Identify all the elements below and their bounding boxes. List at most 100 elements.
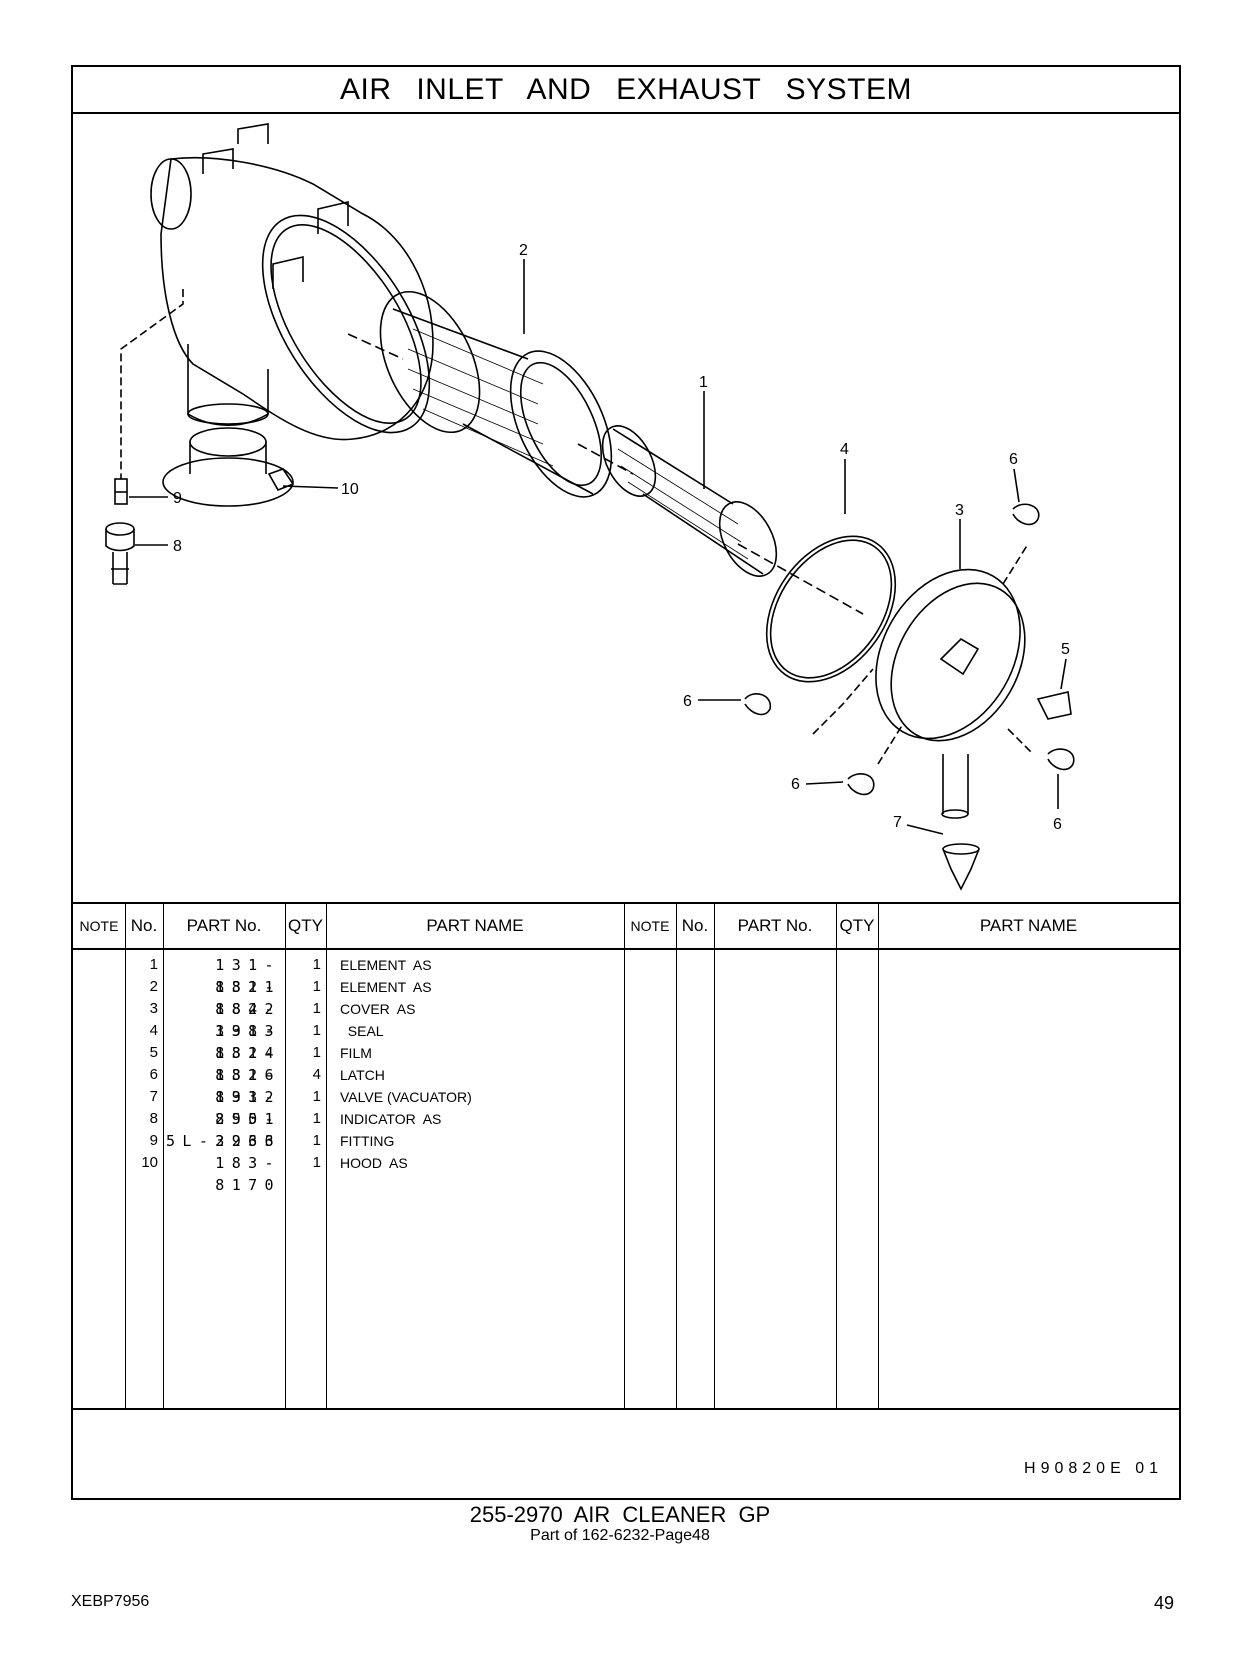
table-row: 1 131-8821 1 ELEMENT AS [73, 954, 1179, 996]
header-no-right: No. [681, 916, 709, 935]
callout-8: 8 [173, 538, 182, 555]
part-number: 131-8824 [215, 1022, 281, 1062]
hood-part [162, 427, 295, 507]
header-qty-right: QTY [839, 916, 875, 935]
assembly-caption: 255-2970 AIR CLEANER GP [469, 1502, 771, 1527]
part-number: 183-8170 [215, 1154, 281, 1194]
table-row: 5 131-8826 1 FILM [73, 1042, 1179, 1084]
illustration-code: H90820E 01 [1024, 1460, 1163, 1477]
outer-element-part [379, 290, 613, 498]
callout-7: 7 [893, 814, 902, 831]
table-row: 2 131-8822 1 ELEMENT AS [73, 976, 1179, 1018]
part-number: 131-8826 [215, 1044, 281, 1084]
column-divider [878, 904, 879, 1408]
header-no: No. [130, 916, 158, 935]
part-number: 131-8822 [215, 978, 281, 1018]
indicator-part [105, 522, 135, 585]
fitting-part [114, 478, 128, 505]
header-note: NOTE [79, 918, 119, 934]
column-divider [285, 904, 286, 1408]
exploded-view-diagram: 2 1 4 6 3 5 6 6 7 6 10 9 8 [73, 114, 1179, 902]
film-part [1036, 691, 1072, 720]
parts-page-frame: AIR INLET AND EXHAUST SYSTEM [71, 65, 1181, 1500]
part-name: SEAL [340, 1023, 384, 1039]
quantity: 4 [312, 1066, 321, 1083]
table-row: 6 131-8932 4 LATCH [73, 1064, 1179, 1106]
item-no: 2 [149, 978, 158, 995]
table-row: 8 255-2966 1 INDICATOR AS [73, 1108, 1179, 1150]
callout-5: 5 [1061, 641, 1070, 658]
part-name: FITTING [340, 1133, 395, 1149]
quantity: 1 [312, 1154, 321, 1171]
page-number: 49 [1153, 1593, 1174, 1613]
table-row: 3 184-3983 1 COVER AS [73, 998, 1179, 1040]
part-number: 5L-3233 [165, 1132, 281, 1150]
quantity: 1 [312, 956, 321, 973]
part-name: FILM [340, 1045, 372, 1061]
latch-part [744, 693, 771, 716]
item-no: 5 [149, 1044, 158, 1061]
part-name: HOOD AS [340, 1155, 408, 1171]
valve-part [942, 843, 980, 891]
table-row: 4 131-8824 1 SEAL [73, 1020, 1179, 1062]
inner-element-part [601, 425, 778, 577]
quantity: 1 [312, 1110, 321, 1127]
quantity: 1 [312, 1088, 321, 1105]
air-cleaner-illustration: 2 1 4 6 3 5 6 6 7 6 10 9 8 [105, 123, 1075, 891]
quantity: 1 [312, 978, 321, 995]
callout-6-right: 6 [1053, 816, 1062, 833]
table-header-row: NOTE No. PART No. QTY PART NAME NOTE No.… [73, 904, 1179, 950]
header-note-right: NOTE [630, 918, 670, 934]
part-name: INDICATOR AS [340, 1111, 442, 1127]
page-title: AIR INLET AND EXHAUST SYSTEM [73, 67, 1179, 114]
header-part-no-right: PART No. [737, 916, 813, 935]
quantity: 1 [312, 1000, 321, 1017]
table-row: 10 183-8170 1 HOOD AS [73, 1152, 1179, 1194]
column-divider [125, 904, 126, 1408]
callout-1: 1 [699, 374, 708, 391]
parts-list-table: NOTE No. PART No. QTY PART NAME NOTE No.… [73, 902, 1179, 1410]
callout-3: 3 [955, 502, 964, 519]
assembly-reference: Part of 162-6232-Page48 [530, 1527, 710, 1544]
part-number: 131-8821 [215, 956, 281, 996]
column-divider [676, 904, 677, 1408]
latch-part [1012, 503, 1040, 526]
air-cleaner-housing [150, 123, 434, 441]
item-no: 7 [149, 1088, 158, 1105]
column-divider [163, 904, 164, 1408]
item-no: 9 [149, 1132, 158, 1149]
seal-ring [765, 535, 897, 683]
callout-6-bottom: 6 [791, 776, 800, 793]
item-no: 6 [149, 1066, 158, 1083]
callout-6-left: 6 [683, 693, 692, 710]
header-part-no: PART No. [186, 916, 262, 935]
column-divider [326, 904, 327, 1408]
quantity: 1 [312, 1044, 321, 1061]
quantity: 1 [312, 1022, 321, 1039]
item-no: 4 [149, 1022, 158, 1039]
part-number: 184-3983 [215, 1000, 281, 1040]
table-row: 9 5L-3233 1 FITTING [73, 1130, 1179, 1152]
part-number: 255-2966 [215, 1110, 281, 1150]
callout-2: 2 [519, 242, 528, 259]
header-part-name-right: PART NAME [979, 916, 1078, 935]
document-id: XEBP7956 [71, 1593, 150, 1610]
part-name: ELEMENT AS [340, 979, 432, 995]
part-name: ELEMENT AS [340, 957, 432, 973]
column-divider [714, 904, 715, 1408]
cover-part [875, 568, 1026, 819]
latch-part [1047, 748, 1075, 771]
part-name: VALVE (VACUATOR) [340, 1089, 472, 1105]
callout-4: 4 [840, 441, 849, 458]
header-part-name: PART NAME [426, 916, 524, 935]
part-number: 131-8932 [215, 1066, 281, 1106]
callout-9: 9 [173, 490, 182, 507]
part-name: COVER AS [340, 1001, 416, 1017]
part-name: LATCH [340, 1067, 385, 1083]
header-qty: QTY [288, 916, 323, 935]
item-no: 1 [149, 956, 158, 973]
part-number: 131-8901 [215, 1088, 281, 1128]
column-divider [624, 904, 625, 1408]
item-no: 3 [149, 1000, 158, 1017]
column-divider [836, 904, 837, 1408]
